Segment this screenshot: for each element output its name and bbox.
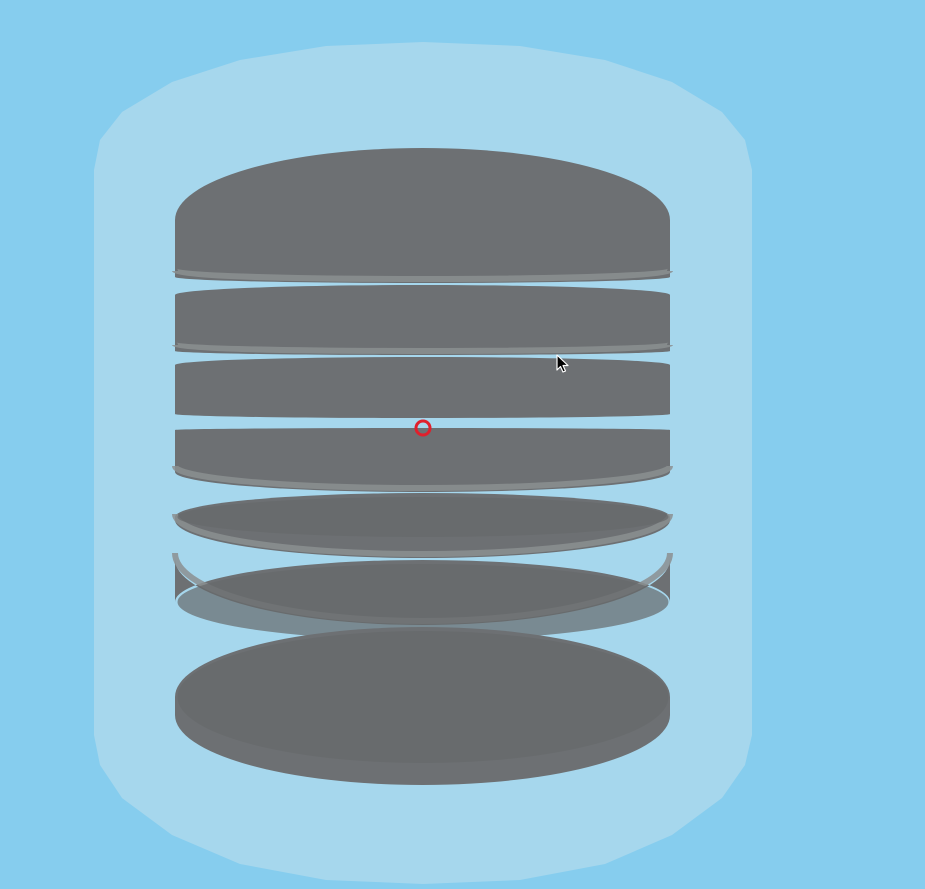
disc-body — [175, 357, 670, 418]
disc-stack[interactable] — [172, 148, 673, 785]
crosshair-reticle — [414, 419, 432, 437]
disc-body — [175, 148, 670, 283]
disc-body — [175, 428, 670, 492]
disc-1[interactable] — [172, 148, 673, 283]
disc-top-face — [177, 497, 669, 537]
disc-4[interactable] — [172, 428, 673, 492]
disc-3[interactable] — [175, 357, 670, 418]
disc-6[interactable] — [172, 552, 673, 640]
disc-7[interactable] — [175, 627, 670, 785]
disc-body — [175, 285, 670, 355]
disc-rim — [172, 268, 673, 282]
mouse-cursor-icon — [556, 354, 569, 373]
disc-top-face — [177, 631, 669, 763]
disc-5[interactable] — [172, 493, 673, 558]
disc-rim — [172, 465, 673, 491]
disc-top-face — [177, 564, 669, 640]
disc-rim — [172, 342, 673, 354]
disc-rim — [172, 513, 673, 557]
disc-2[interactable] — [172, 285, 673, 355]
